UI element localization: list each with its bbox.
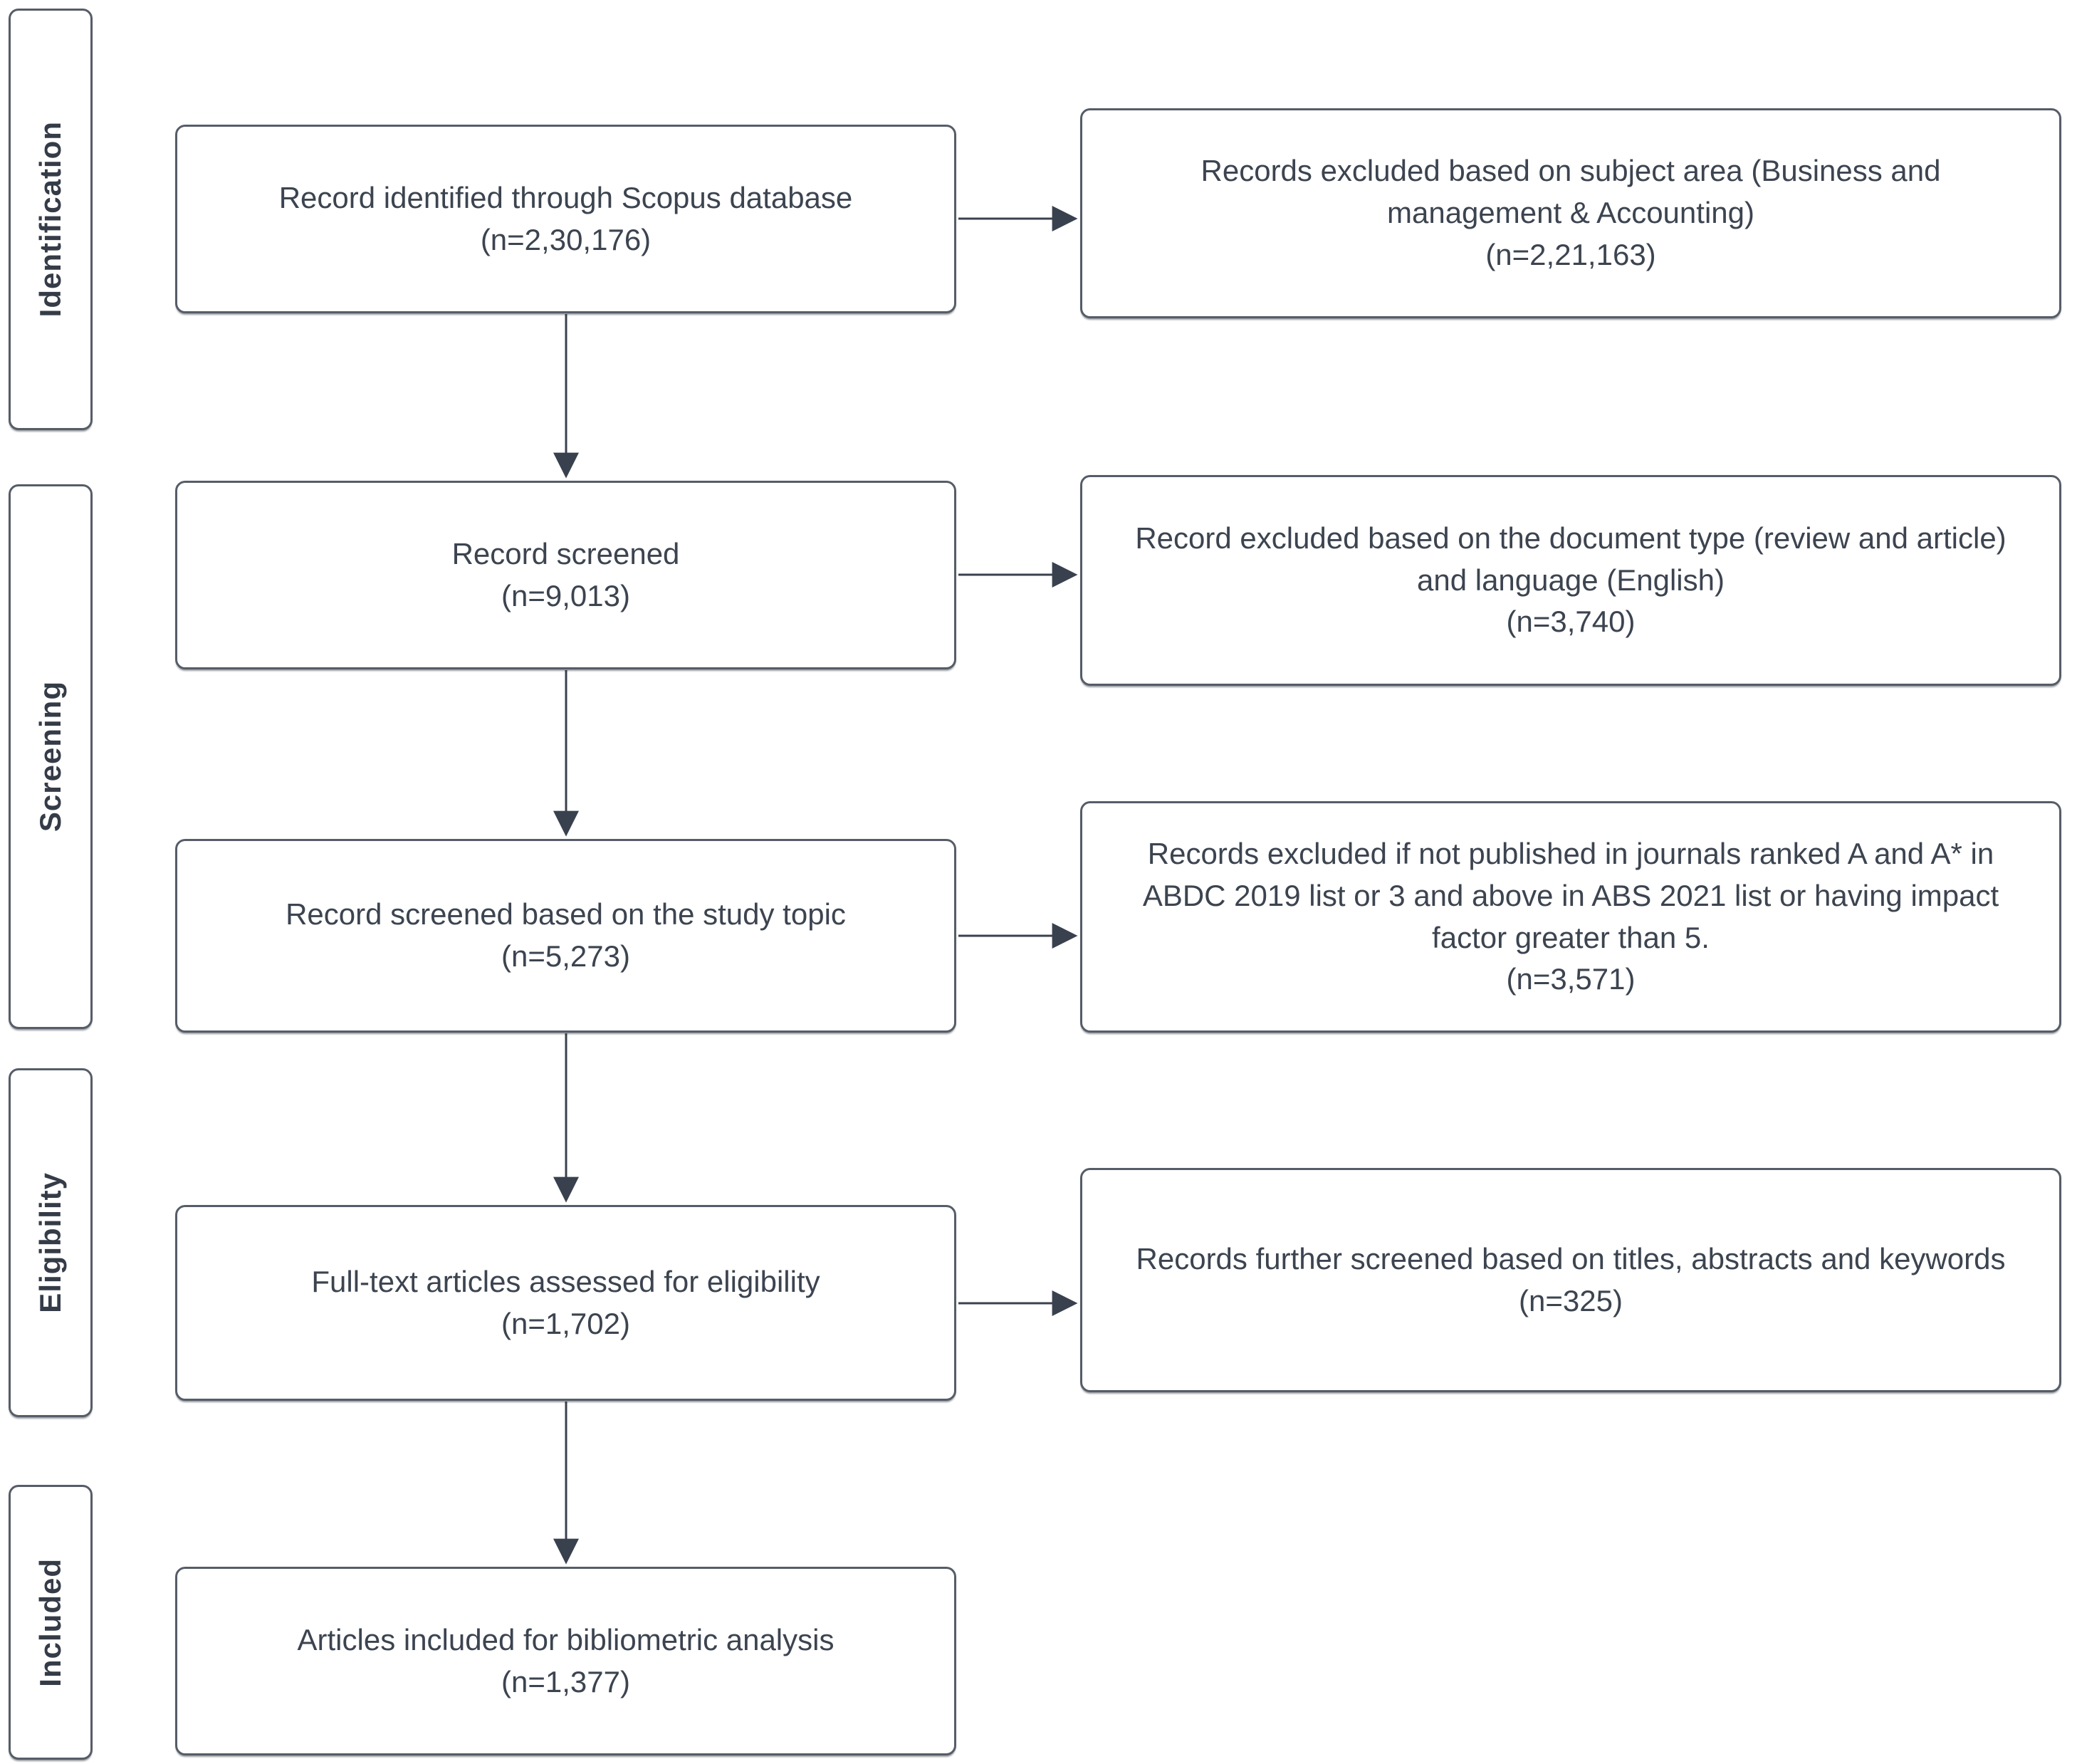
node-articles-included-count: (n=1,377) xyxy=(501,1664,630,1698)
exclusion-journal-ranking-text: Records excluded if not published in jou… xyxy=(1142,836,1999,954)
stage-box-included: Included xyxy=(9,1485,93,1760)
exclusion-subject-area-count: (n=2,21,163) xyxy=(1485,237,1656,271)
exclusion-doctype-language: Record excluded based on the document ty… xyxy=(1080,475,2061,686)
exclusion-doctype-language-text: Record excluded based on the document ty… xyxy=(1135,521,2007,597)
node-articles-included: Articles included for bibliometric analy… xyxy=(175,1567,956,1755)
node-fulltext-assessed-text: Full-text articles assessed for eligibil… xyxy=(311,1264,820,1298)
node-screened-study-topic-count: (n=5,273) xyxy=(501,939,630,973)
node-records-screened-text: Record screened xyxy=(451,536,680,570)
exclusion-titles-abstracts-count: (n=325) xyxy=(1519,1283,1623,1317)
stage-label-included: Included xyxy=(33,1557,67,1687)
stage-label-screening: Screening xyxy=(33,681,67,833)
exclusion-journal-ranking: Records excluded if not published in jou… xyxy=(1080,801,2061,1033)
node-records-screened: Record screened (n=9,013) xyxy=(175,481,956,669)
node-records-screened-count: (n=9,013) xyxy=(501,578,630,612)
stage-box-identification: Identification xyxy=(9,9,93,430)
stage-label-identification: Identification xyxy=(33,121,67,318)
node-records-identified-count: (n=2,30,176) xyxy=(480,222,652,256)
node-screened-study-topic-text: Record screened based on the study topic xyxy=(286,897,846,931)
node-fulltext-assessed-count: (n=1,702) xyxy=(501,1306,630,1340)
exclusion-titles-abstracts-text: Records further screened based on titles… xyxy=(1136,1241,2006,1275)
exclusion-journal-ranking-count: (n=3,571) xyxy=(1506,962,1636,996)
node-articles-included-text: Articles included for bibliometric analy… xyxy=(297,1622,835,1656)
exclusion-titles-abstracts: Records further screened based on titles… xyxy=(1080,1168,2061,1392)
exclusion-doctype-language-count: (n=3,740) xyxy=(1506,605,1636,639)
exclusion-subject-area-text: Records excluded based on subject area (… xyxy=(1200,154,1941,230)
stage-label-eligibility: Eligibility xyxy=(33,1172,67,1313)
node-records-identified: Record identified through Scopus databas… xyxy=(175,125,956,313)
node-records-identified-text: Record identified through Scopus databas… xyxy=(278,180,853,214)
stage-box-eligibility: Eligibility xyxy=(9,1068,93,1417)
exclusion-subject-area: Records excluded based on subject area (… xyxy=(1080,108,2061,318)
node-screened-study-topic: Record screened based on the study topic… xyxy=(175,839,956,1033)
stage-box-screening: Screening xyxy=(9,484,93,1029)
node-fulltext-assessed: Full-text articles assessed for eligibil… xyxy=(175,1205,956,1401)
